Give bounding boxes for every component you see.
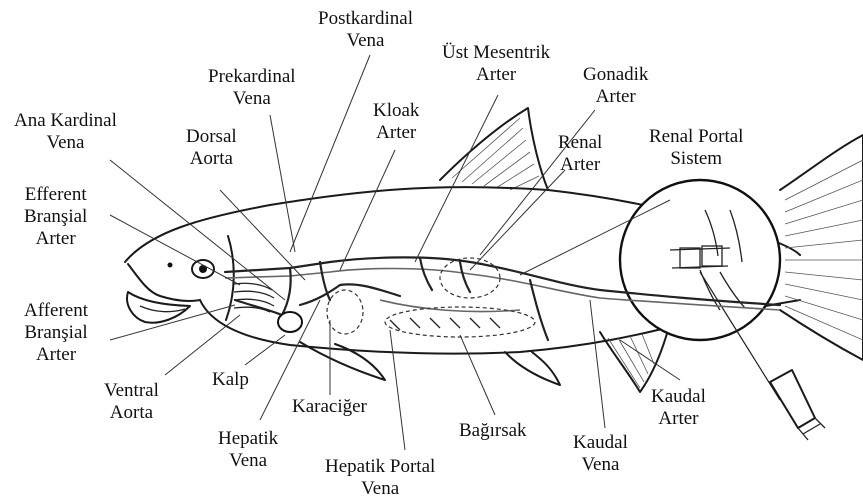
leader-ana-kardinal (110, 160, 285, 300)
label-gonadik-arter: Gonadik Arter (583, 64, 648, 108)
leader-ventral-aorta (165, 315, 240, 375)
label-afferent-bransial-arter: Afferent Branşial Arter (24, 300, 88, 366)
caudal-fin (780, 135, 863, 360)
label-ventral-aorta: Ventral Aorta (104, 380, 159, 424)
label-renal-portal-sistem: Renal Portal Sistem (649, 126, 743, 170)
label-efferent-bransial-arter: Efferent Branşial Arter (24, 184, 87, 250)
label-ana-kardinal-vena: Ana Kardinal Vena (14, 110, 117, 154)
leader-postkardinal (290, 55, 370, 252)
label-ust-mesentrik-arter: Üst Mesentrik Arter (442, 42, 550, 86)
label-postkardinal-vena: Postkardinal Vena (318, 8, 413, 52)
leader-prekardinal (270, 115, 295, 252)
label-prekardinal-vena: Prekardinal Vena (208, 66, 296, 110)
label-hepatik-portal-vena: Hepatik Portal Vena (325, 456, 435, 500)
leader-kloak (340, 150, 395, 270)
label-kaudal-arter: Kaudal Arter (651, 386, 706, 430)
label-bagirsak: Bağırsak (459, 420, 527, 442)
label-dorsal-aorta: Dorsal Aorta (186, 126, 237, 170)
leader-afferent (110, 305, 235, 340)
label-kaudal-vena: Kaudal Vena (573, 432, 628, 476)
organs (278, 258, 535, 337)
label-karaciger: Karaciğer (292, 396, 367, 418)
dorsal-fin (440, 108, 548, 190)
leader-renal (470, 170, 565, 270)
leader-efferent (110, 215, 240, 285)
leader-ust-mesentrik (415, 95, 498, 262)
label-renal-arter: Renal Arter (558, 132, 602, 176)
label-kalp: Kalp (212, 369, 249, 391)
label-kloak-arter: Kloak Arter (373, 100, 419, 144)
label-hepatik-vena: Hepatik Vena (218, 428, 278, 472)
leader-hepatik-portal (390, 330, 405, 450)
magnifier-circle (620, 180, 780, 340)
leader-kaudal-vena (590, 300, 605, 428)
leader-bagirsak (460, 335, 495, 415)
